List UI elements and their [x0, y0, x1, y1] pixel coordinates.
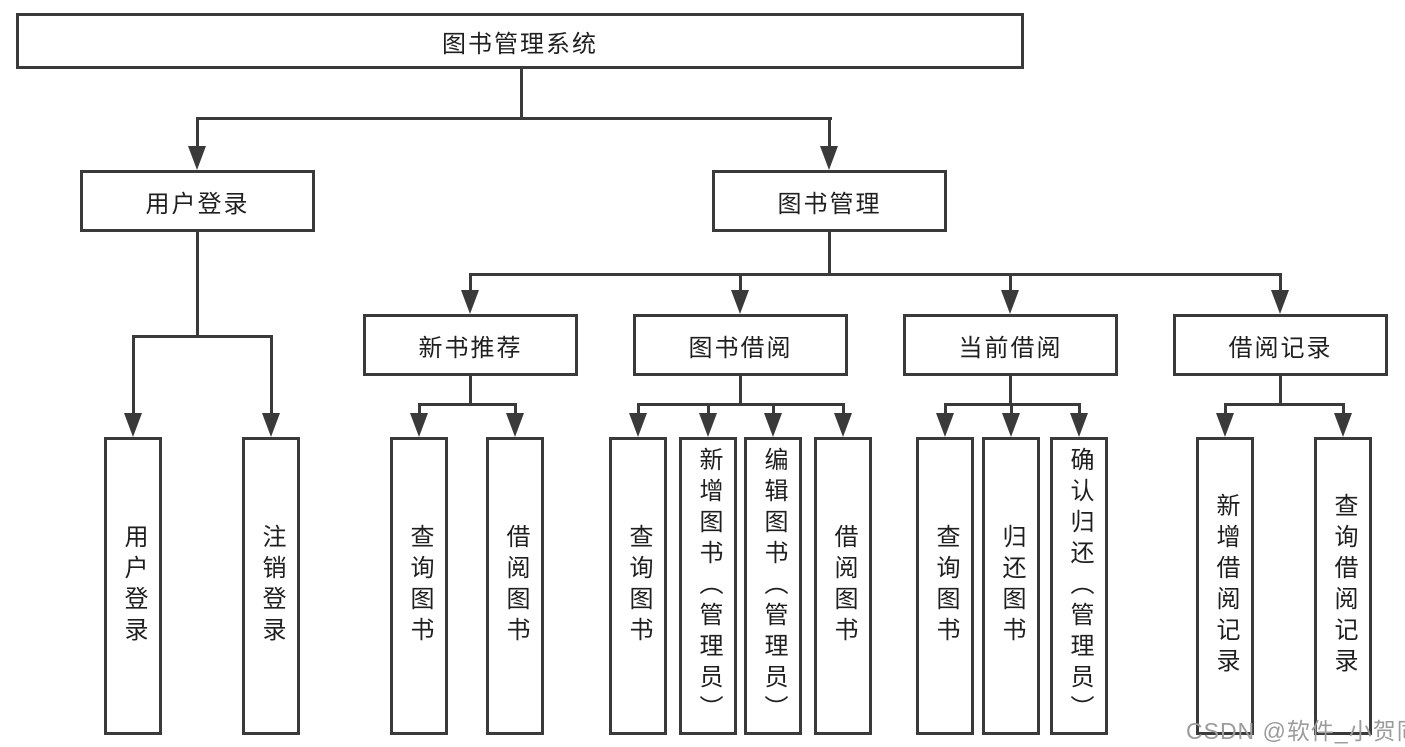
connector-recommend-branch: [418, 403, 517, 406]
connector-drop-leaf-user-login: [132, 335, 135, 413]
arrow-to-records-query: [1334, 413, 1352, 437]
connector-drop-borrow-borrow: [842, 403, 845, 413]
connector-drop-borrow-add: [707, 403, 710, 413]
connector-drop-book-management: [828, 117, 831, 146]
arrow-to-book-management: [820, 146, 838, 170]
leaf-current-query-books: 查询图书: [916, 437, 974, 735]
arrow-to-current-confirm: [1070, 413, 1088, 437]
leaf-borrow-borrow-books: 借阅图书: [814, 437, 872, 735]
arrow-to-new-book-recommend: [461, 290, 479, 314]
csdn-watermark: CSDN @软件_小贺同学: [1186, 718, 1405, 744]
leaf-borrow-add-books: 新增图书（管理员）: [679, 437, 737, 735]
arrow-to-recommend-borrow: [506, 413, 524, 437]
connector-drop-leaf-logout: [270, 335, 273, 413]
arrow-to-borrow-borrow: [834, 413, 852, 437]
leaf-records-add-record: 新增借阅记录: [1196, 437, 1254, 735]
node-borrow-records: 借阅记录: [1173, 314, 1388, 376]
leaf-recommend-query-books: 查询图书: [390, 437, 448, 735]
connector-level3-branch: [469, 273, 1281, 276]
connector-drop-user-login: [196, 117, 199, 146]
connector-user-login-branch: [132, 335, 273, 338]
arrow-to-leaf-user-login: [124, 413, 142, 437]
connector-level2-branch: [196, 117, 832, 120]
arrow-to-user-login: [188, 146, 206, 170]
leaf-user-login: 用户登录: [104, 437, 162, 735]
connector-drop-borrow-edit: [772, 403, 775, 413]
connector-drop-current-borrow: [1009, 273, 1012, 290]
arrow-to-current-return: [1002, 413, 1020, 437]
connector-root-stem: [520, 69, 523, 117]
node-book-management: 图书管理: [712, 170, 947, 232]
connector-drop-recommend-borrow: [514, 403, 517, 413]
arrow-to-current-borrow: [1001, 290, 1019, 314]
connector-drop-new-book-recommend: [469, 273, 472, 290]
connector-drop-records-query: [1342, 403, 1345, 413]
node-user-login: 用户登录: [80, 170, 315, 232]
arrow-to-book-borrow: [731, 290, 749, 314]
connector-borrow-stem: [739, 376, 742, 403]
arrow-to-borrow-records: [1271, 290, 1289, 314]
connector-recommend-stem: [469, 376, 472, 403]
leaf-recommend-borrow-books: 借阅图书: [486, 437, 544, 735]
leaf-borrow-edit-books: 编辑图书（管理员）: [744, 437, 802, 735]
connector-drop-borrow-query: [637, 403, 640, 413]
connector-user-login-stem: [196, 232, 199, 335]
connector-drop-current-query: [944, 403, 947, 413]
connector-records-stem: [1279, 376, 1282, 403]
connector-borrow-branch: [637, 403, 845, 406]
arrow-to-recommend-query: [410, 413, 428, 437]
connector-drop-records-add: [1224, 403, 1227, 413]
arrow-to-leaf-logout: [262, 413, 280, 437]
leaf-borrow-query-books: 查询图书: [609, 437, 667, 735]
node-new-book-recommend: 新书推荐: [363, 314, 578, 376]
node-current-borrow: 当前借阅: [903, 314, 1118, 376]
connector-current-stem: [1009, 376, 1012, 403]
arrow-to-borrow-edit: [764, 413, 782, 437]
leaf-current-return-books: 归还图书: [982, 437, 1040, 735]
connector-drop-borrow-records: [1279, 273, 1282, 290]
node-root: 图书管理系统: [16, 13, 1024, 69]
connector-drop-recommend-query: [418, 403, 421, 413]
connector-drop-current-confirm: [1078, 403, 1081, 413]
arrow-to-borrow-add: [699, 413, 717, 437]
arrow-to-current-query: [936, 413, 954, 437]
connector-book-management-stem: [828, 232, 831, 273]
leaf-logout: 注销登录: [242, 437, 300, 735]
leaf-records-query-record: 查询借阅记录: [1314, 437, 1372, 735]
leaf-current-confirm-return: 确认归还（管理员）: [1050, 437, 1108, 735]
arrow-to-borrow-query: [629, 413, 647, 437]
node-book-borrow: 图书借阅: [633, 314, 848, 376]
connector-drop-current-return: [1010, 403, 1013, 413]
connector-records-branch: [1224, 403, 1345, 406]
connector-drop-book-borrow: [739, 273, 742, 290]
arrow-to-records-add: [1216, 413, 1234, 437]
